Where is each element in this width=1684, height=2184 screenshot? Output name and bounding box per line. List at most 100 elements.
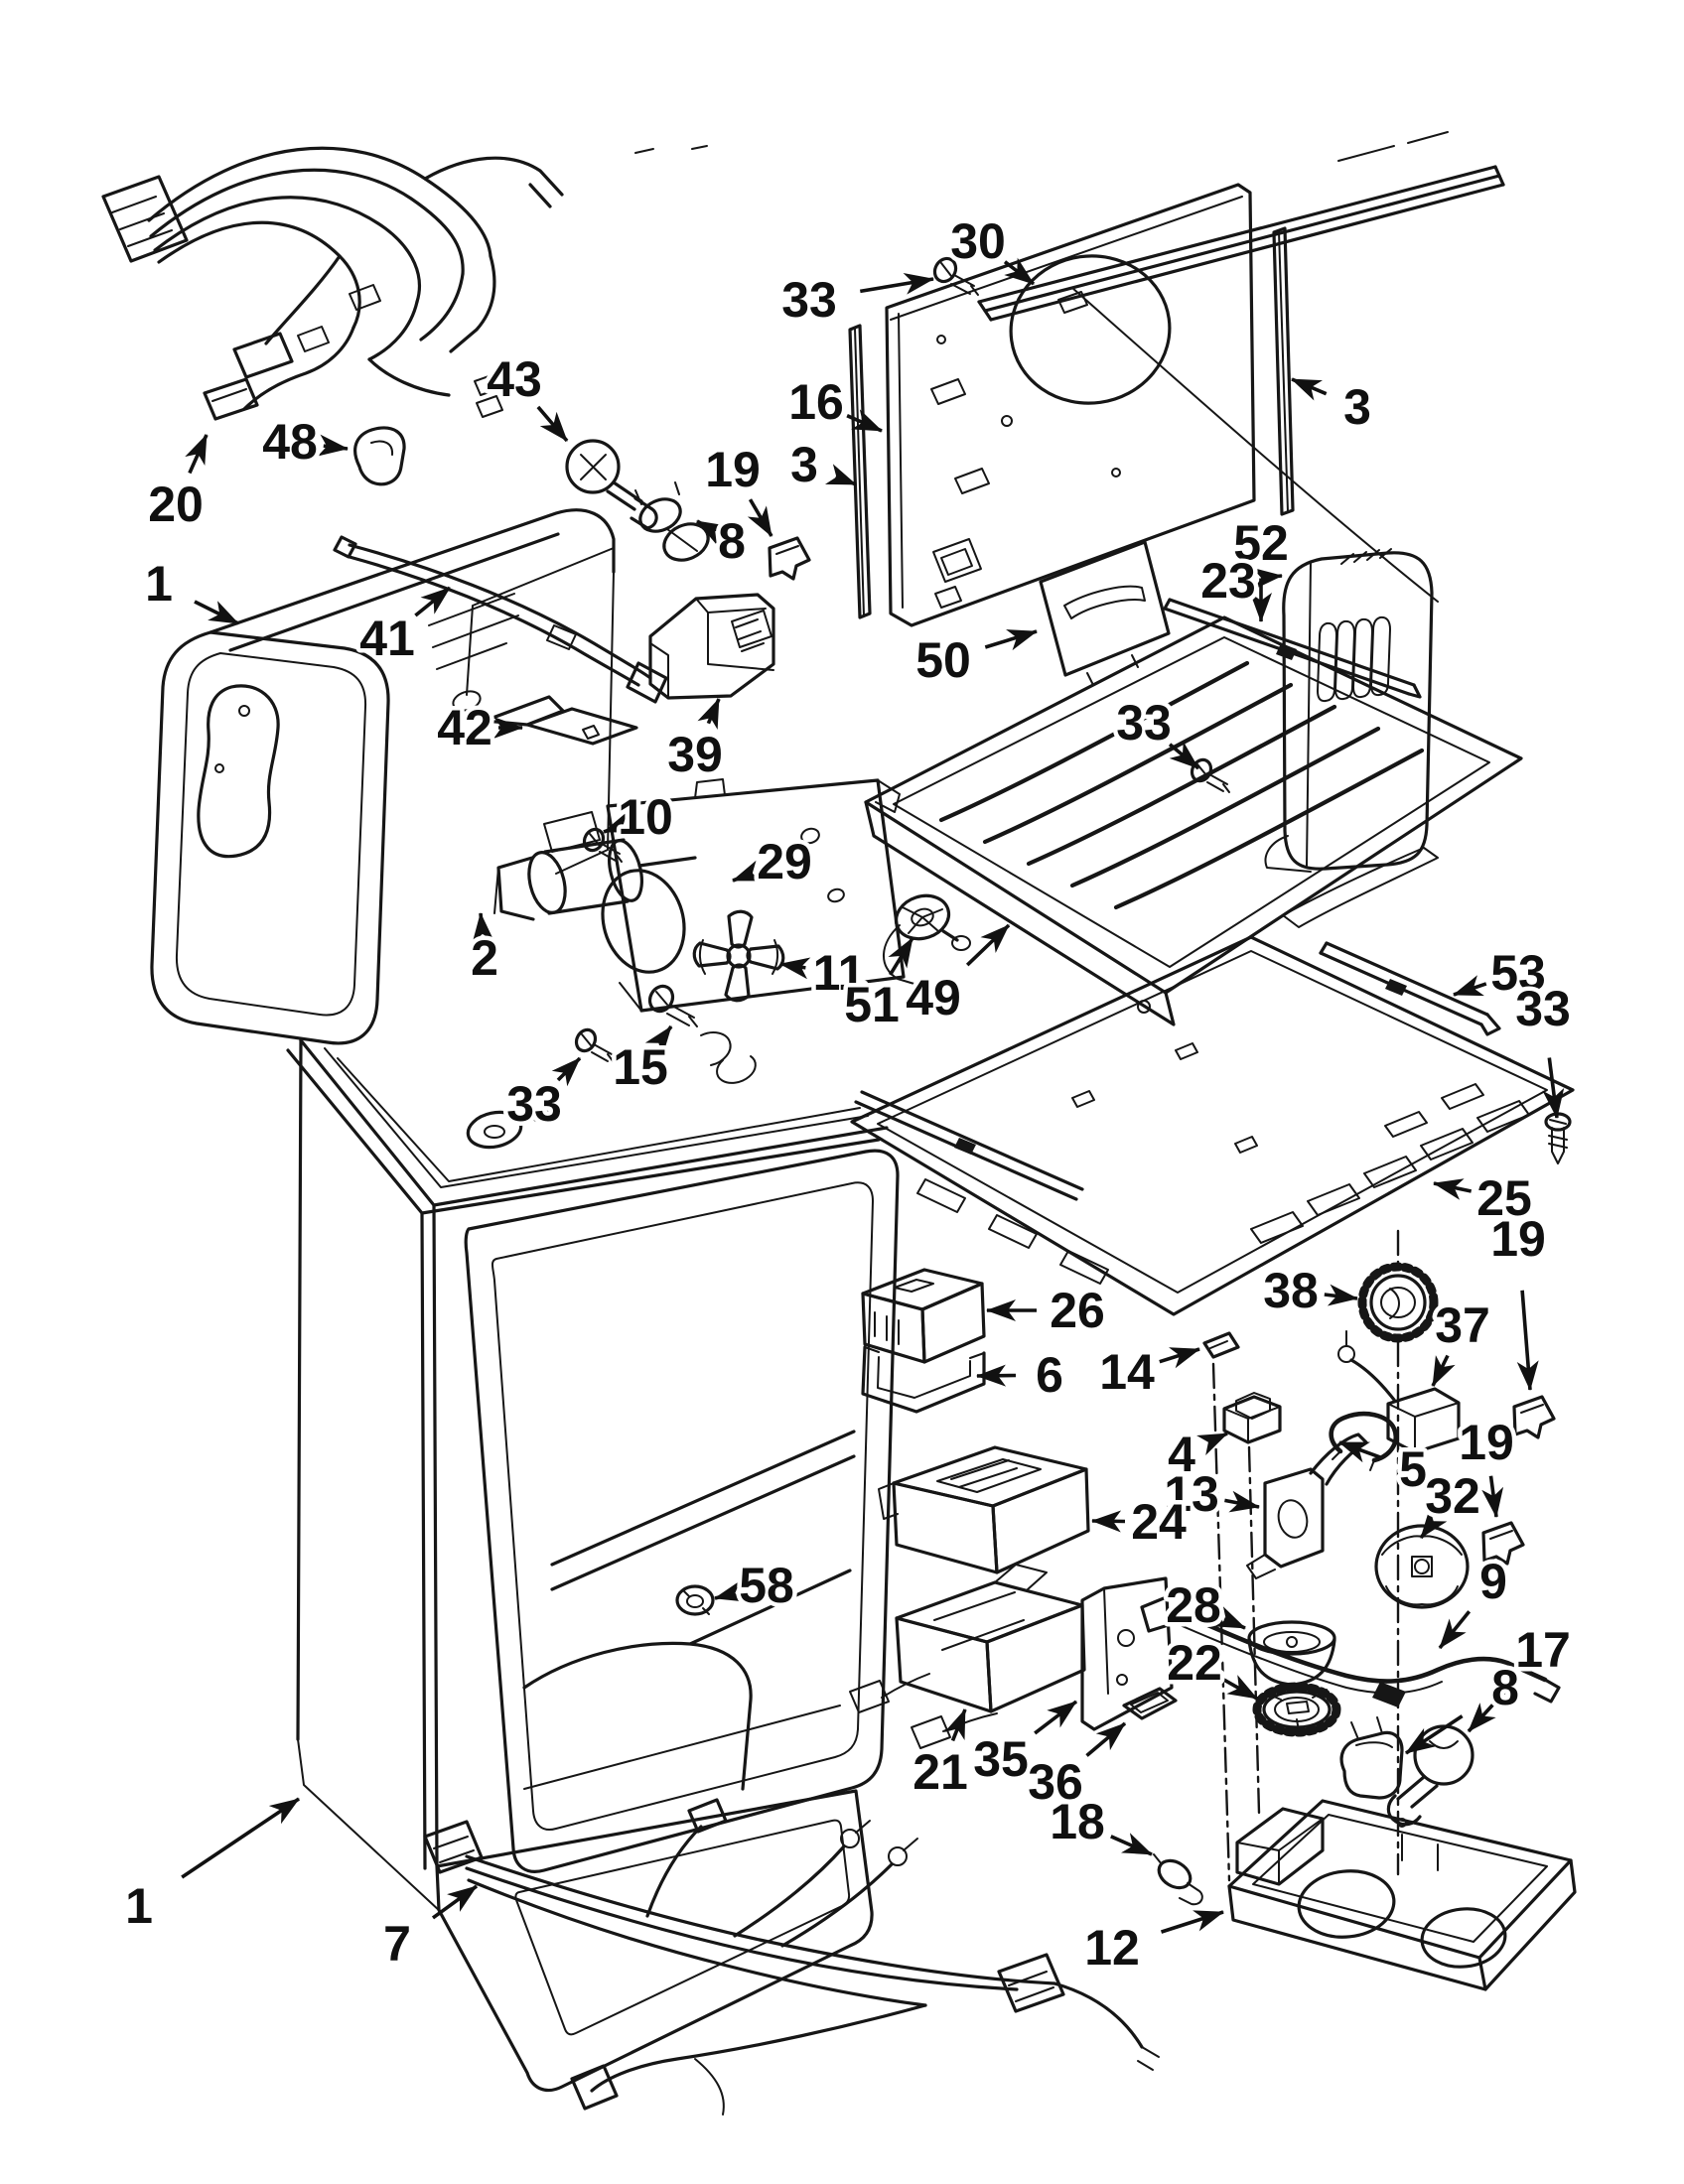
cabinet-flap-side [297,1738,442,1913]
pan-hole [1137,1000,1151,1014]
duct-right [991,1467,1090,1574]
harness-connector [203,377,259,421]
callout-arrow [1222,1675,1258,1701]
callout-number: 15 [613,1039,668,1095]
bulb-cap [1386,1794,1422,1827]
socket-prongs [1350,1716,1383,1740]
cabinet-inner-liner [491,1181,874,1831]
callout-arrow [1168,741,1200,770]
cabinet-left-edge [296,1038,303,1741]
air-duct-24 [878,1445,1090,1574]
callout-35-50: 35 [969,1700,1078,1792]
thermostat-body [1386,1387,1461,1454]
damper-control-26 [861,1268,986,1364]
callout-number: 24 [1131,1494,1187,1550]
heater-wire [348,555,640,687]
cabinet-bottom-flap [435,1789,874,2093]
tray-rim-outer [864,615,1523,995]
screw-head [647,984,675,1014]
wire-left-end [1140,1596,1174,1633]
callout-number: 52 [1233,515,1289,571]
liner-gasket-face [150,630,390,1045]
callout-arrow [696,519,728,545]
cabinet-rim [299,1038,889,1207]
ring-teeth [1252,1682,1341,1737]
callout-number: 33 [781,272,837,328]
bulb-tip [1397,1818,1407,1828]
cabinet-rim-4 [337,1057,861,1182]
ring-terminal [888,1846,908,1866]
cabinet-front-corner [420,1203,439,1870]
callout-arrow [185,434,209,475]
callout-arrow [714,1580,746,1602]
callout-6-36: 6 [976,1343,1067,1408]
cover-outline [648,593,775,700]
callout-arrow [965,923,1011,967]
pan-slot [1250,1100,1530,1244]
cover-vent-hatch [731,610,772,652]
callout-52-23: 52 [1229,511,1293,622]
screw-shaft [1196,763,1230,793]
callout-21-49: 21 [909,1708,972,1805]
callout-1-14: 1 [121,1797,301,1939]
callout-number: 7 [383,1916,411,1972]
callout-arrow [1419,1508,1448,1540]
registration-dashes [634,145,708,154]
rail-clip [1385,979,1407,996]
cover-vent-slot [1352,617,1373,699]
callout-arrow [1034,1700,1078,1735]
tray-handle [1282,847,1439,928]
gasket-inner [877,1356,971,1399]
socket-inner [1355,1741,1393,1748]
shelf-rail-52 [1163,598,1422,699]
connector-pins [433,1836,475,1863]
fan-rim-arc [698,939,779,975]
terminal-clip-19-lower [1481,1521,1525,1566]
cabinet-rim-3 [324,1047,869,1188]
damper-top [861,1268,984,1311]
callout-arrow [944,1708,967,1742]
callout-number: 32 [1425,1468,1480,1524]
callout-arrow [1481,1475,1504,1518]
callout-15-11: 15 [609,1024,673,1100]
heater-plate-hole [582,725,600,740]
rail-ends [1163,598,1422,699]
light-bulb-18 [1153,1853,1203,1906]
mounting-screw-33-right [1544,1112,1572,1164]
bimetal-switch-4 [1222,1392,1282,1444]
harness-terminal [474,373,503,418]
harness-clip-48 [353,426,406,486]
harness-wire [419,272,465,341]
callout-1-3: 1 [141,552,239,625]
screw-slot [1549,1119,1567,1125]
harness-tail-2 [590,2003,927,2093]
liner-hole-dot [214,763,224,773]
pan-slot-row2 [1384,1083,1484,1138]
callout-number: 23 [1200,553,1256,609]
rail-clip [1276,643,1297,660]
bracket-plate [1263,1467,1325,1569]
callout-arrow [1160,1910,1224,1934]
callout-25-31: 25 [1433,1166,1536,1231]
callout-arrow [1085,1721,1127,1757]
callout-arrow [431,1884,479,1920]
callout-number: 3 [1343,379,1371,435]
slide-rail-53 [1319,941,1501,1036]
harness-wire [147,146,492,258]
callout-number: 8 [718,513,746,569]
callout-53-29: 53 [1453,941,1550,1006]
cover-inner-edge [1306,561,1312,867]
callout-42-5: 42 [433,696,523,760]
wire-run-2 [1177,1623,1443,1695]
callout-number: 48 [262,414,318,470]
callout-number: 33 [1515,981,1571,1036]
tray-rim-inner [893,636,1490,968]
callout-43-2: 43 [483,347,569,443]
defrost-thermostat-37 [1337,1330,1461,1454]
tray-rib [1026,704,1337,867]
harness-wire [153,196,422,304]
callout-arrow [603,811,635,834]
bottom-panel-25 [850,935,1575,1316]
duct-right [985,1603,1086,1713]
